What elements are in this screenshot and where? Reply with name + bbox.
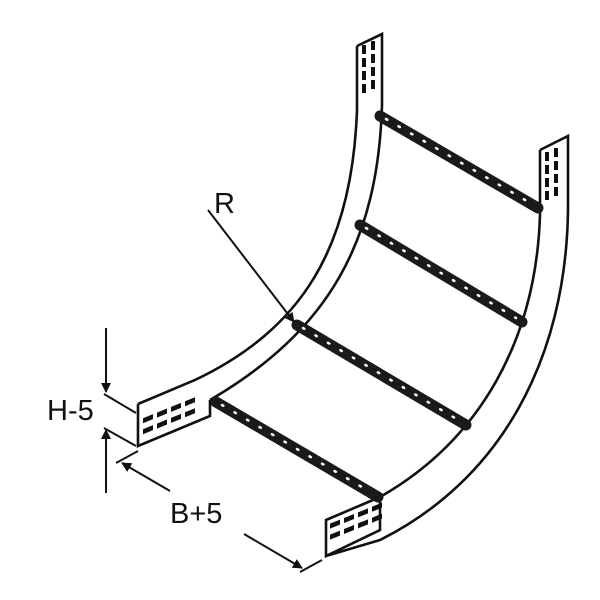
slots-top-outer (545, 148, 558, 200)
radius-leader (207, 209, 295, 323)
rung-2 (354, 219, 528, 328)
dimension-lines (101, 209, 323, 573)
slots-bottom-outer (330, 502, 382, 540)
slots-top-inner (362, 41, 375, 93)
outer-side-rail (324, 133, 570, 559)
end-plate-slots (143, 41, 558, 540)
rung-4 (210, 396, 384, 503)
rungs (210, 110, 544, 503)
width-arrow-right (243, 533, 303, 569)
rung-3 (291, 319, 472, 431)
width-label: B+5 (170, 498, 223, 530)
rung-1 (374, 110, 544, 214)
slots-bottom-inner (143, 397, 195, 435)
width-arrow-left (121, 462, 171, 492)
height-label: H-5 (47, 395, 94, 427)
inner-side-rail (136, 31, 384, 448)
radius-label: R (214, 188, 235, 220)
